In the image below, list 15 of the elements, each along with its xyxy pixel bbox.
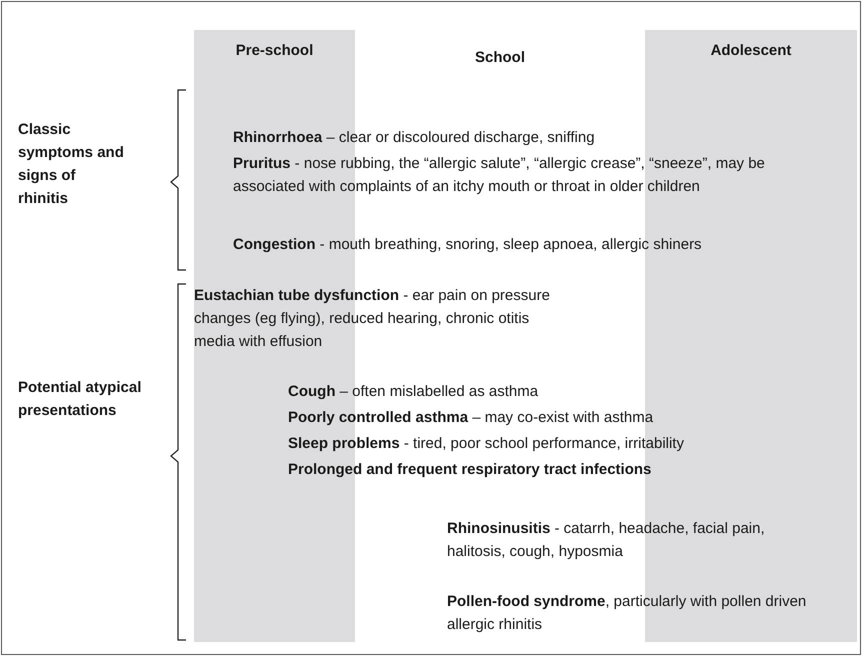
symptom-text: Poorly controlled asthma – may co-exist with asthma xyxy=(288,408,654,428)
symptom-text: Sleep problems - tired, poor school performance, irritability xyxy=(288,434,685,454)
symptom-text: Cough – often mislabelled as asthma xyxy=(288,382,540,402)
symptom-text: Rhinorrhoea – clear or discoloured discharge, sniffing xyxy=(233,128,596,148)
symptom-text: Eustachian tube dysfunction - ear pain on pressure changes (eg flying), reduced hearing, chronic otitis media with effusion xyxy=(194,286,551,352)
column-heading: School xyxy=(474,48,526,68)
symptom-text: Prolonged and frequent respiratory tract infections xyxy=(288,460,652,480)
row-heading: Classic symptoms and signs of rhinitis xyxy=(18,120,125,209)
row-heading: Potential atypical presentations xyxy=(18,378,142,421)
symptom-text: Rhinosinusitis - catarrh, headache, facial pain, halitosis, cough, hyposmia xyxy=(447,519,766,562)
symptom-text: Pruritus - nose rubbing, the “allergic salute”, “allergic crease”, “sneeze”, may be associated with complaints of an itchy mouth or throat in older children xyxy=(233,154,766,197)
column-heading: Pre-school xyxy=(234,42,314,59)
symptom-text: Congestion - mouth breathing, snoring, sleep apnoea, allergic shiners xyxy=(233,235,703,255)
symptom-text: Pollen-food syndrome, particularly with pollen driven allergic rhinitis xyxy=(447,592,808,635)
column-heading: Adolescent xyxy=(710,42,792,59)
